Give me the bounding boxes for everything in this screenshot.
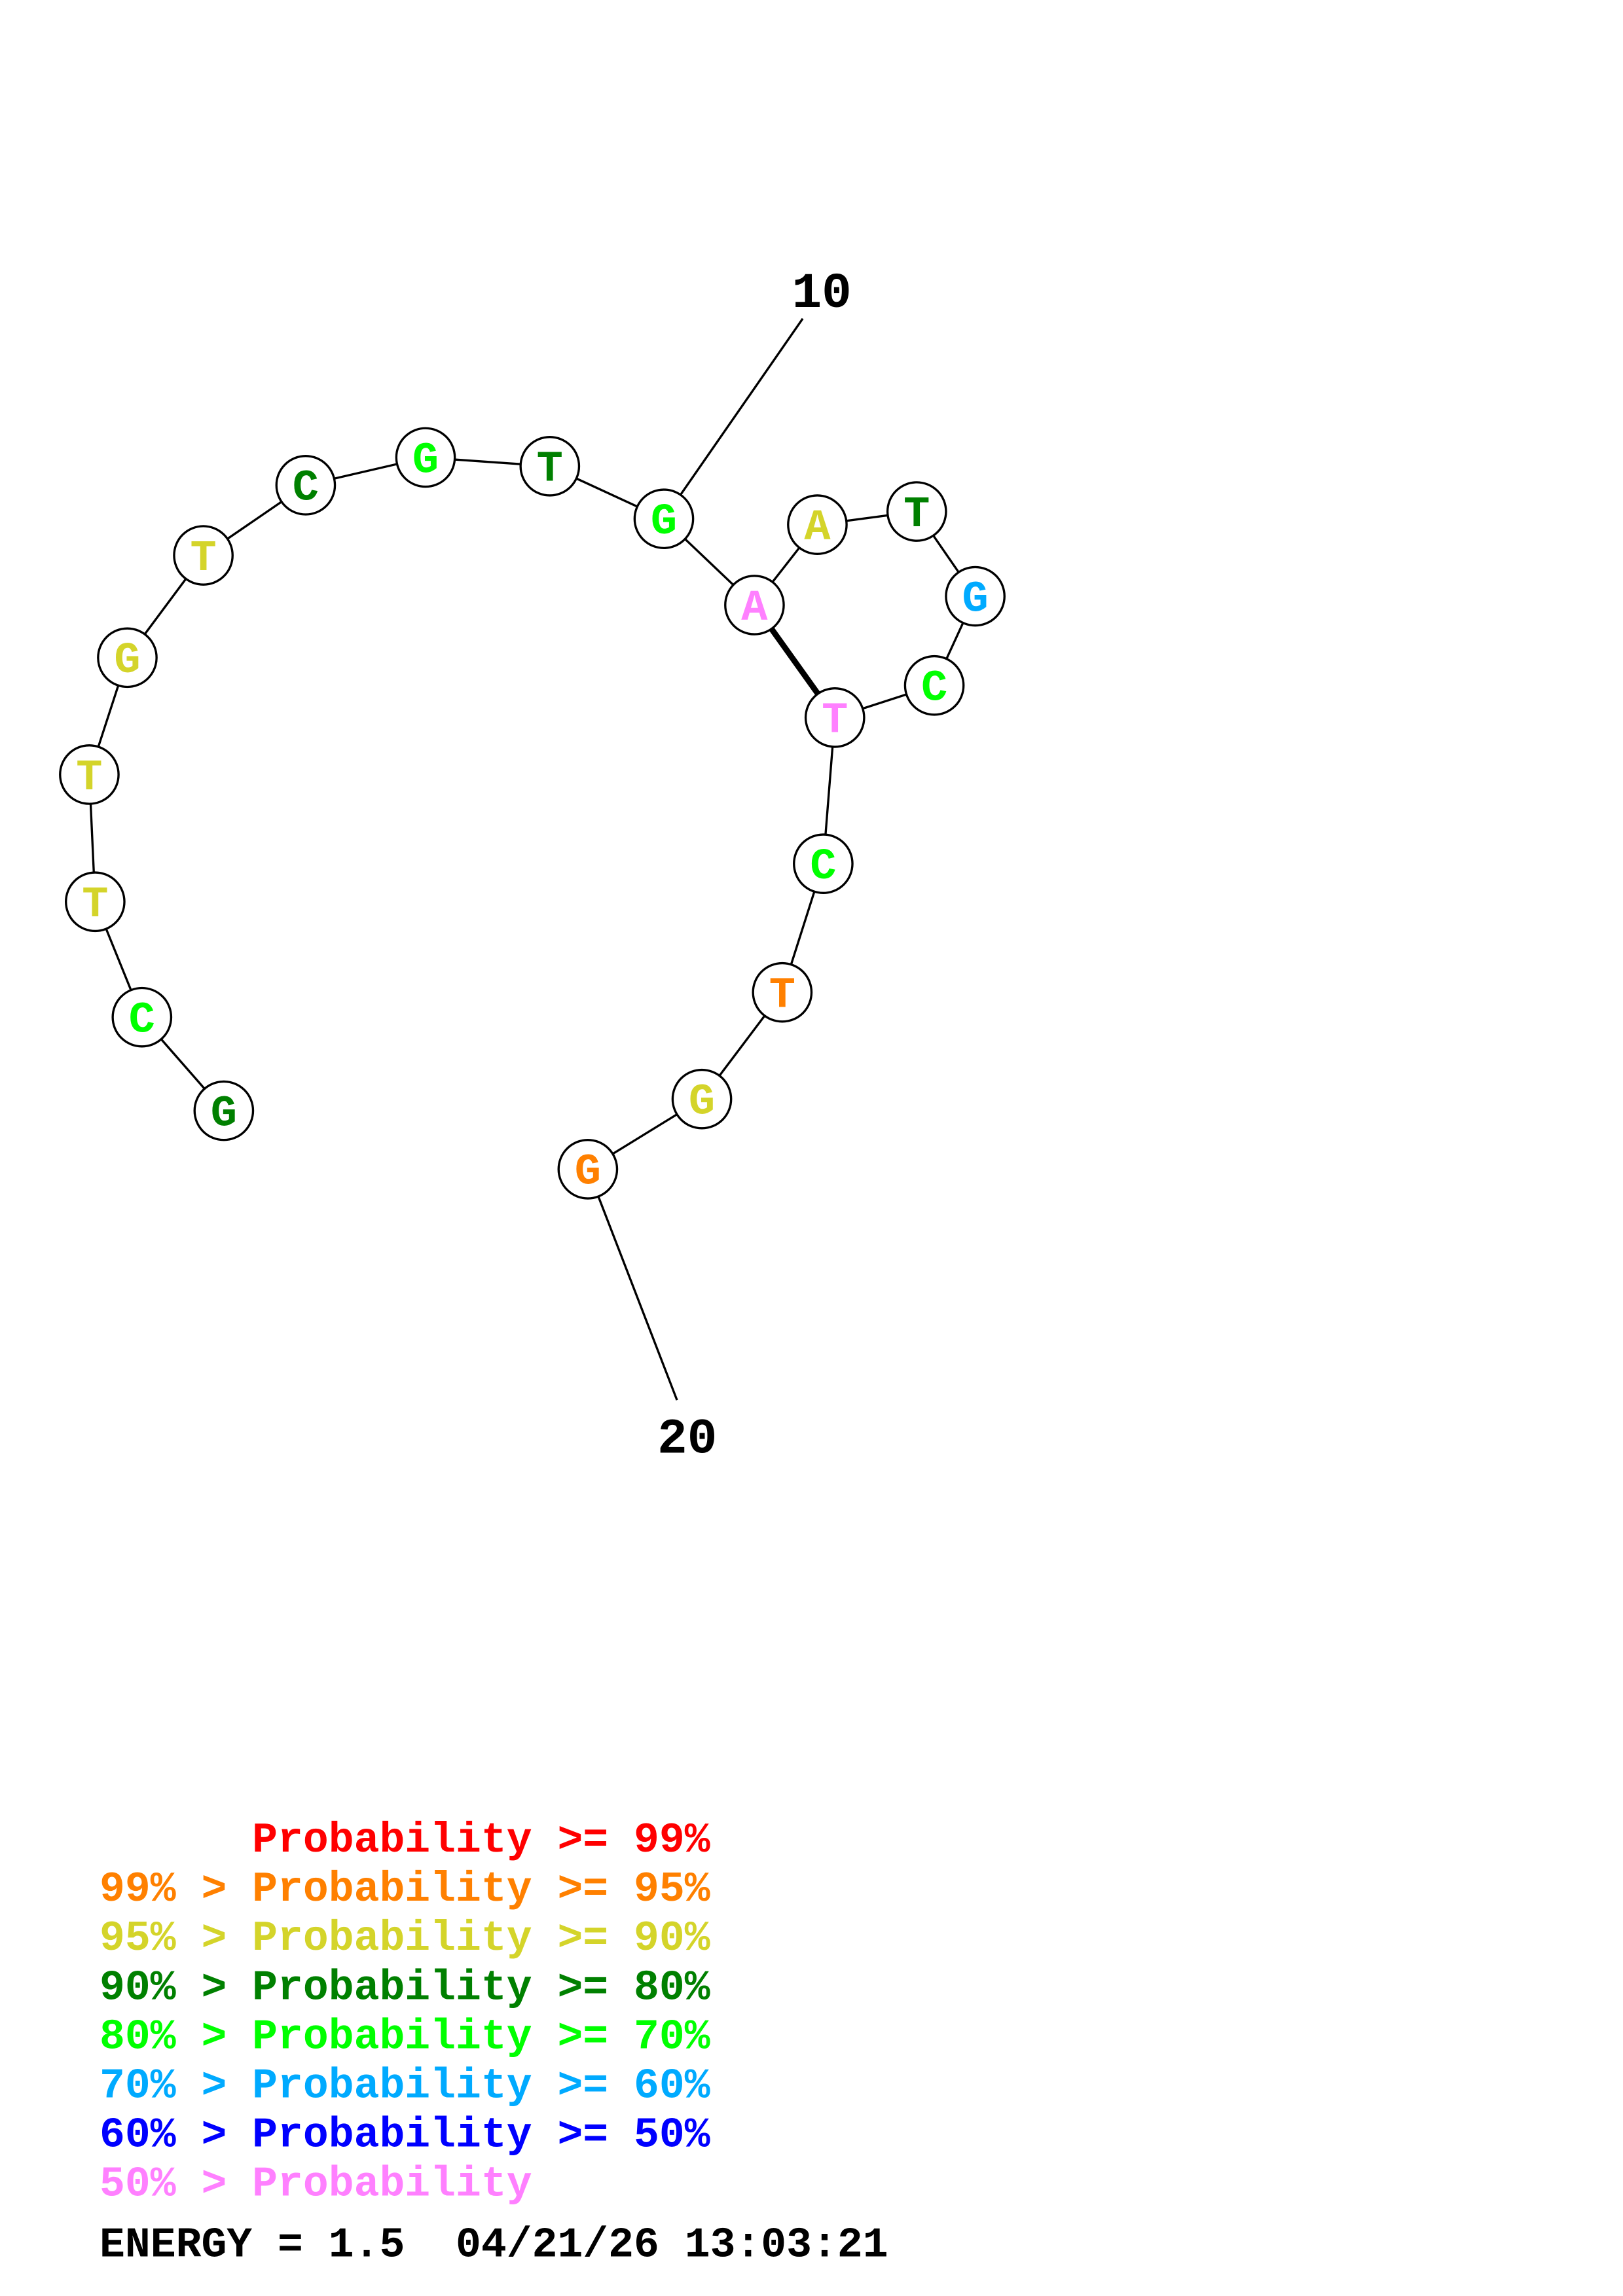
position-label-tick [587, 1168, 678, 1401]
nucleotide: C [275, 455, 337, 516]
nucleotide: T [519, 435, 581, 497]
energy-footer: ENERGY = 1.5 04/21/26 13:03:21 [100, 2222, 888, 2270]
position-label: 10 [792, 266, 852, 322]
nucleotide-letter: G [211, 1089, 237, 1139]
nucleotide-letter: A [741, 584, 768, 634]
nucleotide: G [633, 488, 695, 550]
nucleotide: T [59, 744, 120, 805]
legend-entry: 99% > Probability >= 95% [100, 1866, 710, 1914]
nucleotide: T [752, 961, 813, 1023]
nucleotide: T [886, 481, 947, 542]
nucleotide-letter: G [114, 636, 140, 686]
nucleotide: G [193, 1080, 255, 1141]
nucleotide: T [65, 871, 126, 933]
nucleotide-circle [395, 427, 456, 488]
nucleotide: C [903, 655, 965, 716]
nucleotide-circle [193, 1080, 255, 1141]
position-label-tick [663, 317, 804, 520]
nucleotide-circle [111, 986, 173, 1048]
nucleotide: G [557, 1139, 619, 1200]
nucleotide-circle [633, 488, 695, 550]
nucleotide: T [804, 687, 866, 748]
nucleotide-circle [903, 655, 965, 716]
legend-entry: Probability >= 99% [100, 1817, 710, 1865]
nucleotide-letter: T [769, 971, 795, 1021]
nucleotide-circle [275, 455, 337, 516]
nucleotide-letter: C [810, 842, 836, 892]
nucleotide-circle [886, 481, 947, 542]
nucleotide-circle [787, 494, 848, 555]
nucleotide: G [395, 427, 456, 488]
nucleotide-letter: G [412, 436, 439, 486]
legend-entry: 50% > Probability [100, 2161, 532, 2208]
nucleotide: G [671, 1068, 733, 1130]
nucleotide-letter: G [575, 1148, 601, 1198]
legend-entry: 80% > Probability >= 70% [100, 2013, 710, 2061]
nucleotide-circle [59, 744, 120, 805]
nucleotide: T [173, 525, 234, 586]
nucleotide-circle [557, 1139, 619, 1200]
nucleotide-circle [519, 435, 581, 497]
legend-entry: 70% > Probability >= 60% [100, 2062, 710, 2110]
nucleotide-circle [97, 627, 158, 689]
nucleotide-letter: G [651, 497, 677, 547]
nucleotide-letter: T [537, 445, 563, 495]
nucleotide: A [724, 575, 785, 636]
nucleotide: G [97, 627, 158, 689]
nucleotide-circle [804, 687, 866, 748]
nucleotide-circle [724, 575, 785, 636]
legend-entry: 95% > Probability >= 90% [100, 1915, 710, 1963]
nucleotide-letter: C [129, 996, 155, 1045]
nucleotide-letter: C [293, 464, 319, 514]
legend-entry: 60% > Probability >= 50% [100, 2111, 710, 2159]
nucleotide-circle [945, 565, 1006, 627]
nucleotide-letter: T [190, 534, 216, 584]
probability-legend: Probability >= 99%99% > Probability >= 9… [100, 1817, 710, 2208]
nucleotide: A [787, 494, 848, 555]
nucleotide: C [793, 833, 854, 895]
nucleotide-circle [173, 525, 234, 586]
nucleotide-letter: T [822, 696, 848, 746]
nucleotide-circle [793, 833, 854, 895]
nucleotide-letter: T [76, 753, 102, 803]
nucleotide-circle [671, 1068, 733, 1130]
position-labels: 10 20 [587, 266, 852, 1468]
nucleotide-letter: C [921, 664, 947, 714]
nucleotide-letter: G [689, 1078, 715, 1128]
nucleotide-letter: A [804, 503, 831, 553]
position-label: 20 [657, 1412, 717, 1468]
nucleotide-circle [65, 871, 126, 933]
nucleotide-letter: T [903, 490, 930, 540]
nucleotide-letter: G [962, 575, 988, 624]
nucleotide-letter: T [82, 880, 108, 930]
nucleotide: G [945, 565, 1006, 627]
nucleotide-circle [752, 961, 813, 1023]
legend-entry: 90% > Probability >= 80% [100, 1964, 710, 2012]
nucleotide: C [111, 986, 173, 1048]
